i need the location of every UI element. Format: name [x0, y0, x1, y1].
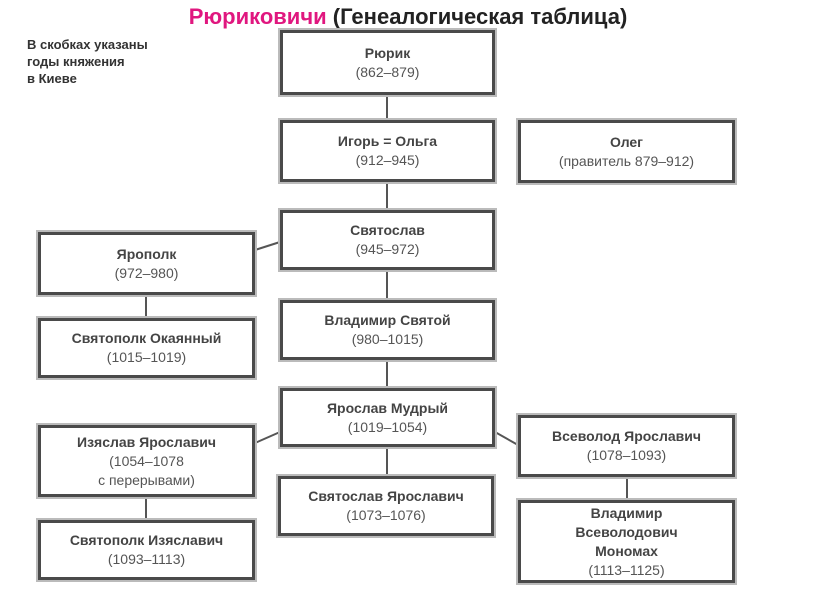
person-oleg: Олег(правитель 879–912)	[518, 120, 735, 183]
page-title: Рюриковичи (Генеалогическая таблица)	[188, 4, 628, 29]
person-vladimir: Владимир Святой(980–1015)	[280, 300, 495, 360]
person-rurik: Рюрик(862–879)	[280, 30, 495, 95]
person-svyatoslav: Святослав(945–972)	[280, 210, 495, 270]
person-vsevolod: Всеволод Ярославич(1078–1093)	[518, 415, 735, 477]
person-svyatopolk-okayanny: Святополк Окаянный(1015–1019)	[38, 318, 255, 378]
person-svyatopolk-izyaslavich: Святополк Изяславич(1093–1113)	[38, 520, 255, 580]
legend-note: В скобках указаны годы княжения в Киеве	[27, 37, 148, 86]
person-yaroslav: Ярослав Мудрый(1019–1054)	[280, 388, 495, 447]
person-svyatoslav-yaroslavich: Святослав Ярославич(1073–1076)	[278, 476, 494, 536]
person-yaropolk: Ярополк(972–980)	[38, 232, 255, 295]
person-igor-olga: Игорь = Ольга(912–945)	[280, 120, 495, 182]
